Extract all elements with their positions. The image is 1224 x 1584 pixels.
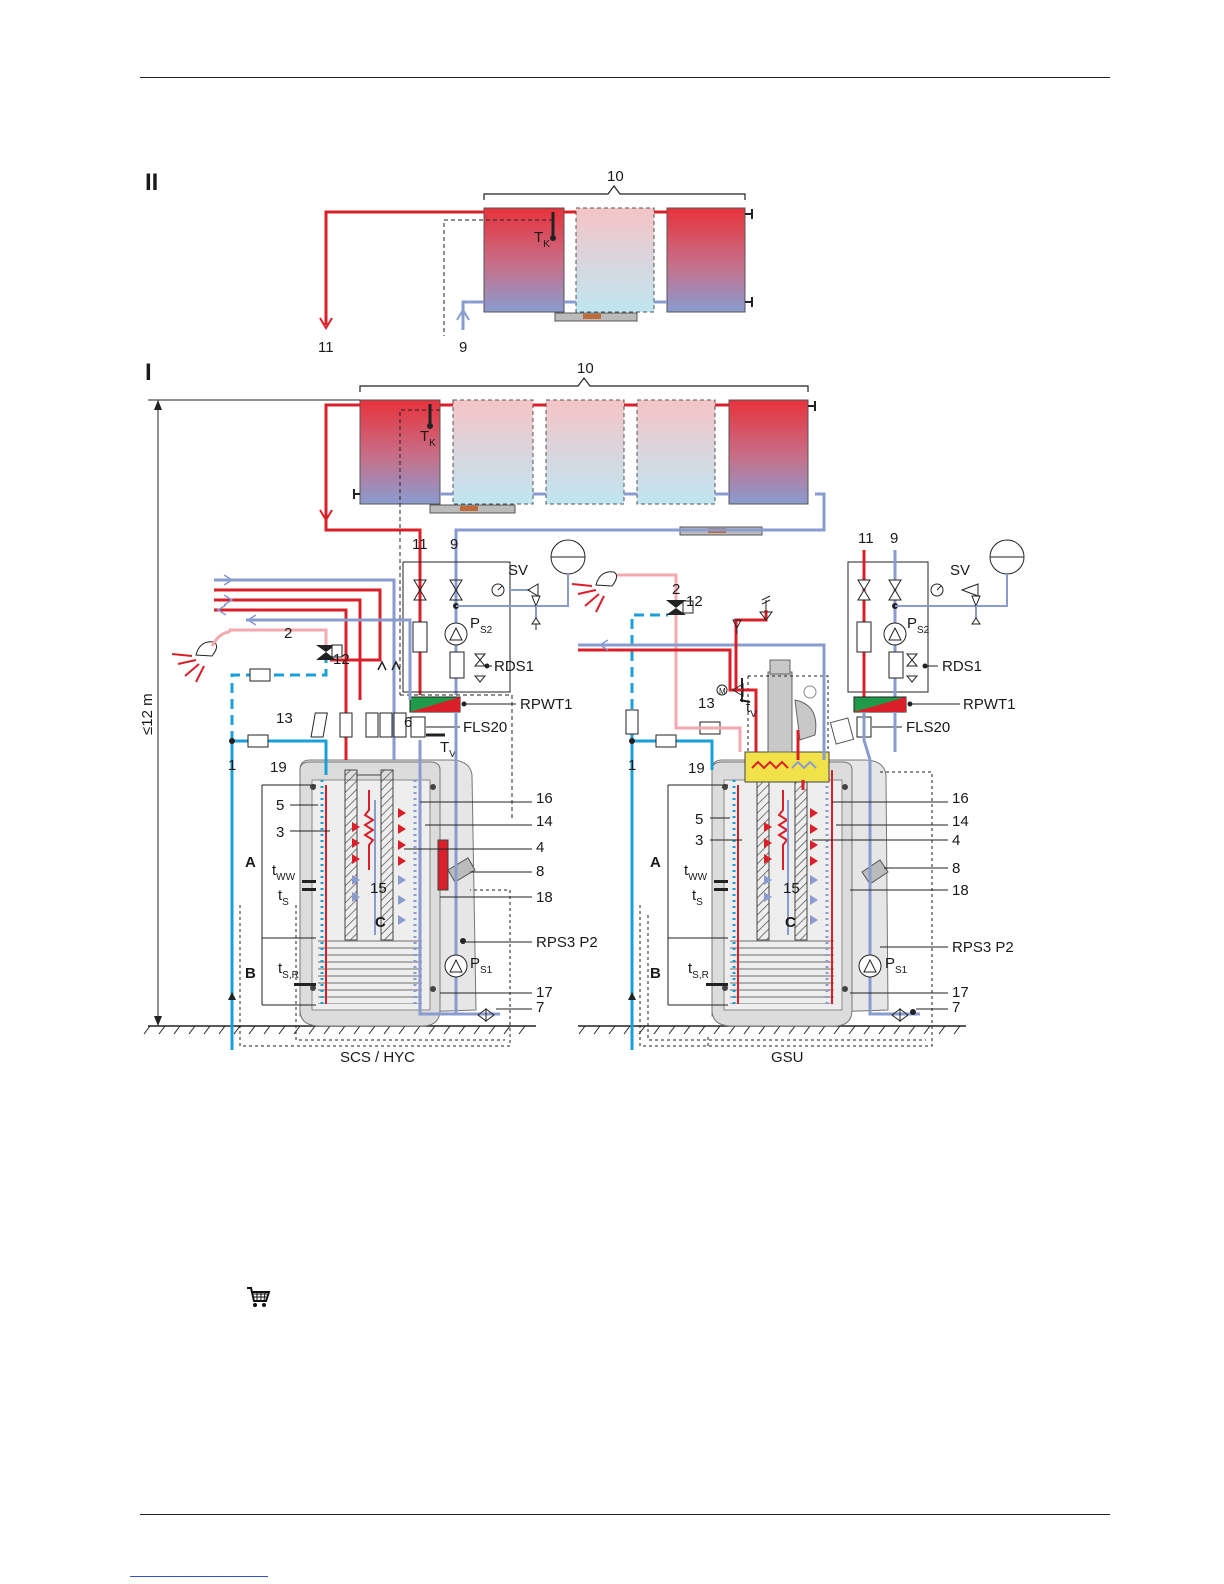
svg-text:18: 18 bbox=[536, 889, 553, 906]
svg-text:1: 1 bbox=[228, 757, 236, 774]
svg-text:12: 12 bbox=[686, 593, 703, 610]
motor-label: M bbox=[719, 687, 726, 696]
collector-panel-optional bbox=[576, 208, 654, 312]
svg-text:8: 8 bbox=[536, 863, 544, 880]
svg-text:B: B bbox=[650, 965, 661, 982]
svg-text:5: 5 bbox=[695, 811, 703, 828]
svg-text:14: 14 bbox=[536, 813, 553, 830]
svg-text:A: A bbox=[650, 854, 661, 871]
svg-text:11: 11 bbox=[412, 536, 428, 553]
sensor-tww-label: tWW bbox=[272, 862, 296, 883]
svg-text:9: 9 bbox=[890, 530, 898, 547]
svg-text:5: 5 bbox=[276, 797, 284, 814]
svg-text:3: 3 bbox=[695, 832, 703, 849]
right-station: 11 9 PS2 RDS1 SV RPWT1 FLS20 bbox=[848, 530, 1024, 737]
svg-text:18: 18 bbox=[952, 882, 969, 899]
sensor-tsr-label: tS,R bbox=[278, 960, 299, 981]
svg-text:7: 7 bbox=[536, 999, 544, 1016]
pipe-label-flow: 11 bbox=[318, 339, 334, 356]
pipe-label-return: 9 bbox=[459, 339, 467, 356]
pump-ps2-label-right: PS2 bbox=[907, 615, 930, 636]
svg-text:C: C bbox=[785, 914, 796, 931]
svg-text:19: 19 bbox=[270, 759, 287, 776]
svg-text:13: 13 bbox=[698, 695, 715, 712]
collector-panel-optional bbox=[546, 400, 624, 504]
svg-text:9: 9 bbox=[450, 536, 458, 553]
svg-text:2: 2 bbox=[672, 581, 680, 598]
svg-text:C: C bbox=[375, 914, 386, 931]
rds-label-right: RDS1 bbox=[942, 658, 982, 675]
rpwt-label: RPWT1 bbox=[520, 696, 573, 713]
collector-panel bbox=[667, 208, 745, 312]
fls-label: FLS20 bbox=[463, 719, 507, 736]
svg-text:B: B bbox=[245, 965, 256, 982]
fls-label-right: FLS20 bbox=[906, 719, 950, 736]
svg-text:16: 16 bbox=[536, 790, 553, 807]
svg-text:1: 1 bbox=[628, 757, 636, 774]
section-label-i: I bbox=[145, 359, 152, 386]
sensor-tww-label-right: tWW bbox=[684, 862, 708, 883]
svg-text:19: 19 bbox=[688, 760, 705, 777]
pump-ps2-label: PS2 bbox=[470, 615, 493, 636]
collector-group-label-i: 10 bbox=[577, 360, 594, 377]
svg-text:4: 4 bbox=[536, 839, 544, 856]
svg-text:2: 2 bbox=[284, 625, 292, 642]
height-limit-label: ≤12 m bbox=[139, 693, 156, 735]
safety-valve-label-right: SV bbox=[950, 562, 970, 579]
rps-label-right: RPS3 P2 bbox=[952, 939, 1014, 956]
svg-text:15: 15 bbox=[783, 880, 800, 897]
svg-text:16: 16 bbox=[952, 790, 969, 807]
svg-text:6: 6 bbox=[404, 714, 412, 731]
svg-text:15: 15 bbox=[370, 880, 387, 897]
collector-panel-optional bbox=[637, 400, 715, 504]
svg-text:4: 4 bbox=[952, 832, 960, 849]
svg-text:13: 13 bbox=[276, 710, 293, 727]
bottom-rule bbox=[140, 1514, 1110, 1515]
sensor-ts-label-right: tS bbox=[692, 887, 703, 908]
collector-group-ii: 10 TK 11 9 bbox=[318, 168, 752, 356]
tv-label: TV bbox=[440, 739, 456, 760]
footer-link-underline[interactable] bbox=[130, 1576, 268, 1577]
safety-valve-label: SV bbox=[508, 562, 528, 579]
rpwt-label-right: RPWT1 bbox=[963, 696, 1016, 713]
svg-text:8: 8 bbox=[952, 860, 960, 877]
sensor-ts-label: tS bbox=[278, 887, 289, 908]
svg-text:12: 12 bbox=[333, 651, 350, 668]
rds-label: RDS1 bbox=[494, 658, 534, 675]
svg-text:7: 7 bbox=[952, 999, 960, 1016]
sensor-tsr-label-right: tS,R bbox=[688, 960, 709, 981]
rps-label: RPS3 P2 bbox=[536, 934, 598, 951]
svg-text:14: 14 bbox=[952, 813, 969, 830]
solar-system-diagram: II 10 TK 11 9 I 10 bbox=[0, 0, 1224, 1100]
svg-text:11: 11 bbox=[858, 530, 874, 547]
collector-group-label-ii: 10 bbox=[607, 168, 624, 185]
right-unit-caption: GSU bbox=[771, 1049, 804, 1066]
left-unit-caption: SCS / HYC bbox=[340, 1049, 415, 1066]
left-station: 11 9 PS2 RDS1 SV RPWT1 FLS20 TV bbox=[403, 536, 585, 760]
shopping-cart-icon bbox=[245, 1284, 271, 1310]
section-label-ii: II bbox=[145, 169, 158, 196]
collector-panel-optional bbox=[453, 400, 533, 504]
collector-panel bbox=[729, 400, 808, 504]
svg-text:A: A bbox=[245, 854, 256, 871]
pump-ps1-label-right: PS1 bbox=[885, 955, 908, 976]
svg-text:3: 3 bbox=[276, 824, 284, 841]
